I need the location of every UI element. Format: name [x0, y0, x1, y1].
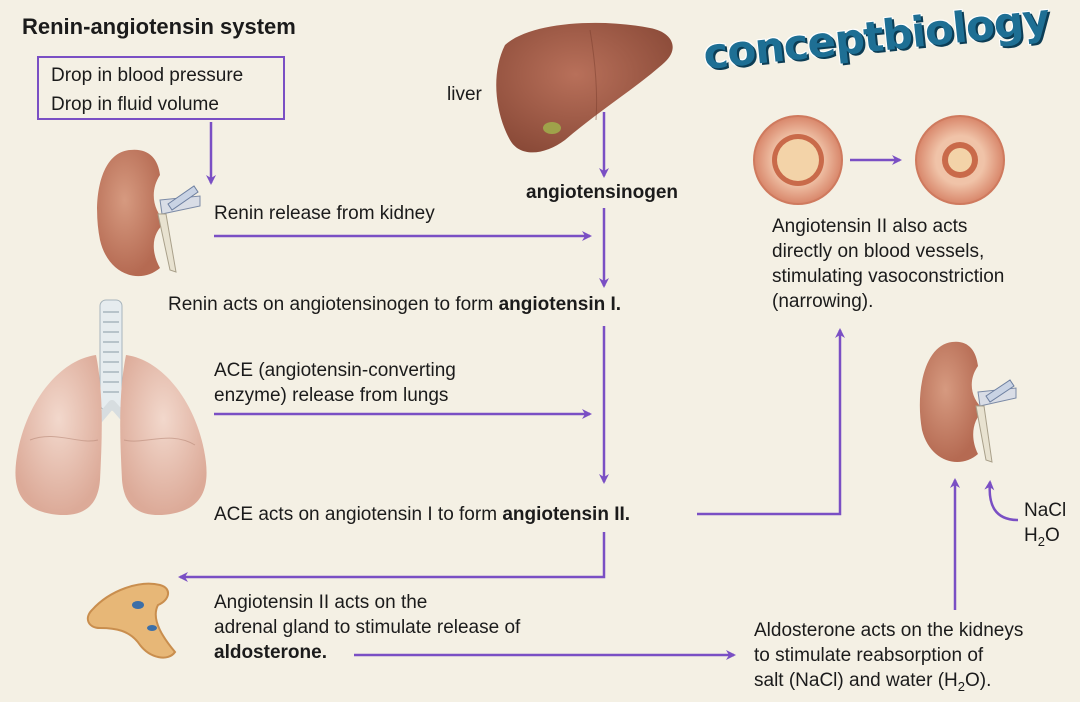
trigger-conditions-box: Drop in blood pressure Drop in fluid vol… — [37, 56, 285, 120]
blood-vessel-wide-illustration — [753, 115, 843, 205]
aldo-line3-subscript: 2 — [957, 678, 966, 694]
renin-acts-text: Renin acts on angiotensinogen to form an… — [168, 292, 621, 317]
vessel-action-line-3: stimulating vasoconstriction — [772, 266, 1005, 287]
angiotensin-2-label: angiotensin II. — [502, 504, 631, 525]
h2o-prefix: H — [1024, 525, 1038, 546]
nacl-label: NaCl — [1024, 500, 1067, 521]
ace-release-line-1: ACE (angiotensin-converting — [214, 360, 456, 381]
vessel-action-text: Angiotensin II also acts directly on blo… — [772, 214, 1004, 314]
renin-acts-prefix: Renin acts on angiotensinogen to form — [168, 294, 499, 315]
aldo-line3-prefix: salt (NaCl) and water (H — [754, 670, 958, 691]
ace-acts-prefix: ACE acts on angiotensin I to form — [214, 504, 503, 525]
aldosterone-action-line-2: to stimulate reabsorption of — [754, 645, 984, 666]
blood-vessel-narrow-illustration — [915, 115, 1005, 205]
aldosterone-label: aldosterone. — [214, 642, 327, 663]
adrenal-action-text: Angiotensin II acts on the adrenal gland… — [214, 590, 520, 665]
h2o-subscript: 2 — [1037, 533, 1045, 549]
aldosterone-action-line-3: salt (NaCl) and water (H2O). — [754, 668, 1023, 699]
ace-acts-text: ACE acts on angiotensin I to form angiot… — [214, 502, 630, 527]
trigger-fluid-volume: Drop in fluid volume — [51, 94, 219, 115]
adrenal-action-line-2: adrenal gland to stimulate release of — [214, 617, 521, 638]
renin-release-text: Renin release from kidney — [214, 203, 435, 224]
arrow-angiotensin2-to-vessels — [697, 328, 845, 516]
kidney-illustration-right — [919, 341, 1017, 463]
arrow-nacl-h2o-reabsorption — [984, 480, 1019, 522]
reabsorbed-substances: NaCl H2O — [1024, 498, 1066, 554]
arrow-angiotensin2-to-adrenal — [178, 532, 606, 582]
page-title: Renin-angiotensin system — [22, 14, 296, 39]
angiotensin-1-label: angiotensin I. — [498, 294, 622, 315]
trigger-blood-pressure: Drop in blood pressure — [51, 65, 244, 86]
ace-release-line-2: enzyme) release from lungs — [214, 385, 449, 406]
ace-release-text: ACE (angiotensin-converting enzyme) rele… — [214, 358, 456, 408]
h2o-label: H2O — [1024, 523, 1066, 554]
vessel-action-line-2: directly on blood vessels, — [772, 241, 985, 262]
liver-label: liver — [447, 84, 482, 105]
aldo-line3-suffix: O). — [965, 670, 992, 691]
vessel-action-line-1: Angiotensin II also acts — [772, 216, 968, 237]
aldosterone-action-text: Aldosterone acts on the kidneys to stimu… — [754, 618, 1023, 699]
adrenal-gland-illustration — [86, 582, 177, 659]
liver-illustration — [496, 22, 673, 153]
angiotensinogen-label: angiotensinogen — [526, 182, 678, 203]
aldosterone-action-line-1: Aldosterone acts on the kidneys — [754, 620, 1024, 641]
vessel-action-line-4: (narrowing). — [772, 291, 874, 312]
adrenal-action-line-1: Angiotensin II acts on the — [214, 592, 428, 613]
lungs-illustration — [15, 299, 207, 516]
h2o-suffix: O — [1044, 525, 1060, 546]
kidney-illustration-left — [97, 149, 201, 277]
